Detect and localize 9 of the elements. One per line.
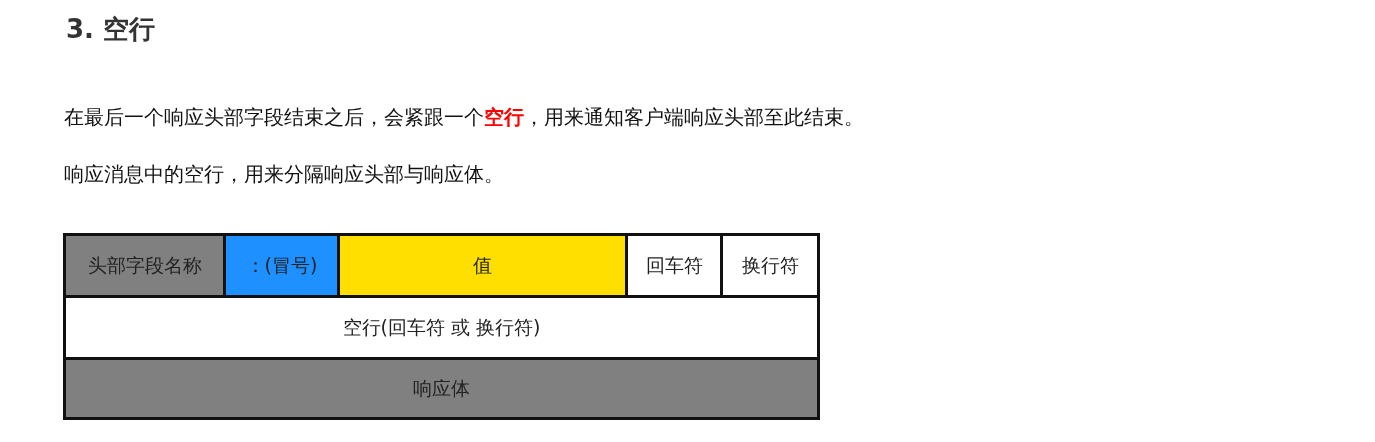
paragraph: 响应消息中的空行，用来分隔响应头部与响应体。 (64, 161, 504, 187)
line-feed-cell: 换行符 (720, 233, 820, 298)
response-body-row: 响应体 (63, 357, 820, 420)
blank-line-row: 空行(回车符 或 换行符) (63, 295, 820, 360)
value-cell: 值 (337, 233, 628, 298)
header-name-cell: 头部字段名称 (63, 233, 226, 298)
colon-cell: ：(冒号) (223, 233, 340, 298)
paragraph: 在最后一个响应头部字段结束之后，会紧跟一个空行，用来通知客户端响应头部至此结束。 (64, 104, 864, 130)
section-heading: 3. 空行 (66, 13, 156, 45)
